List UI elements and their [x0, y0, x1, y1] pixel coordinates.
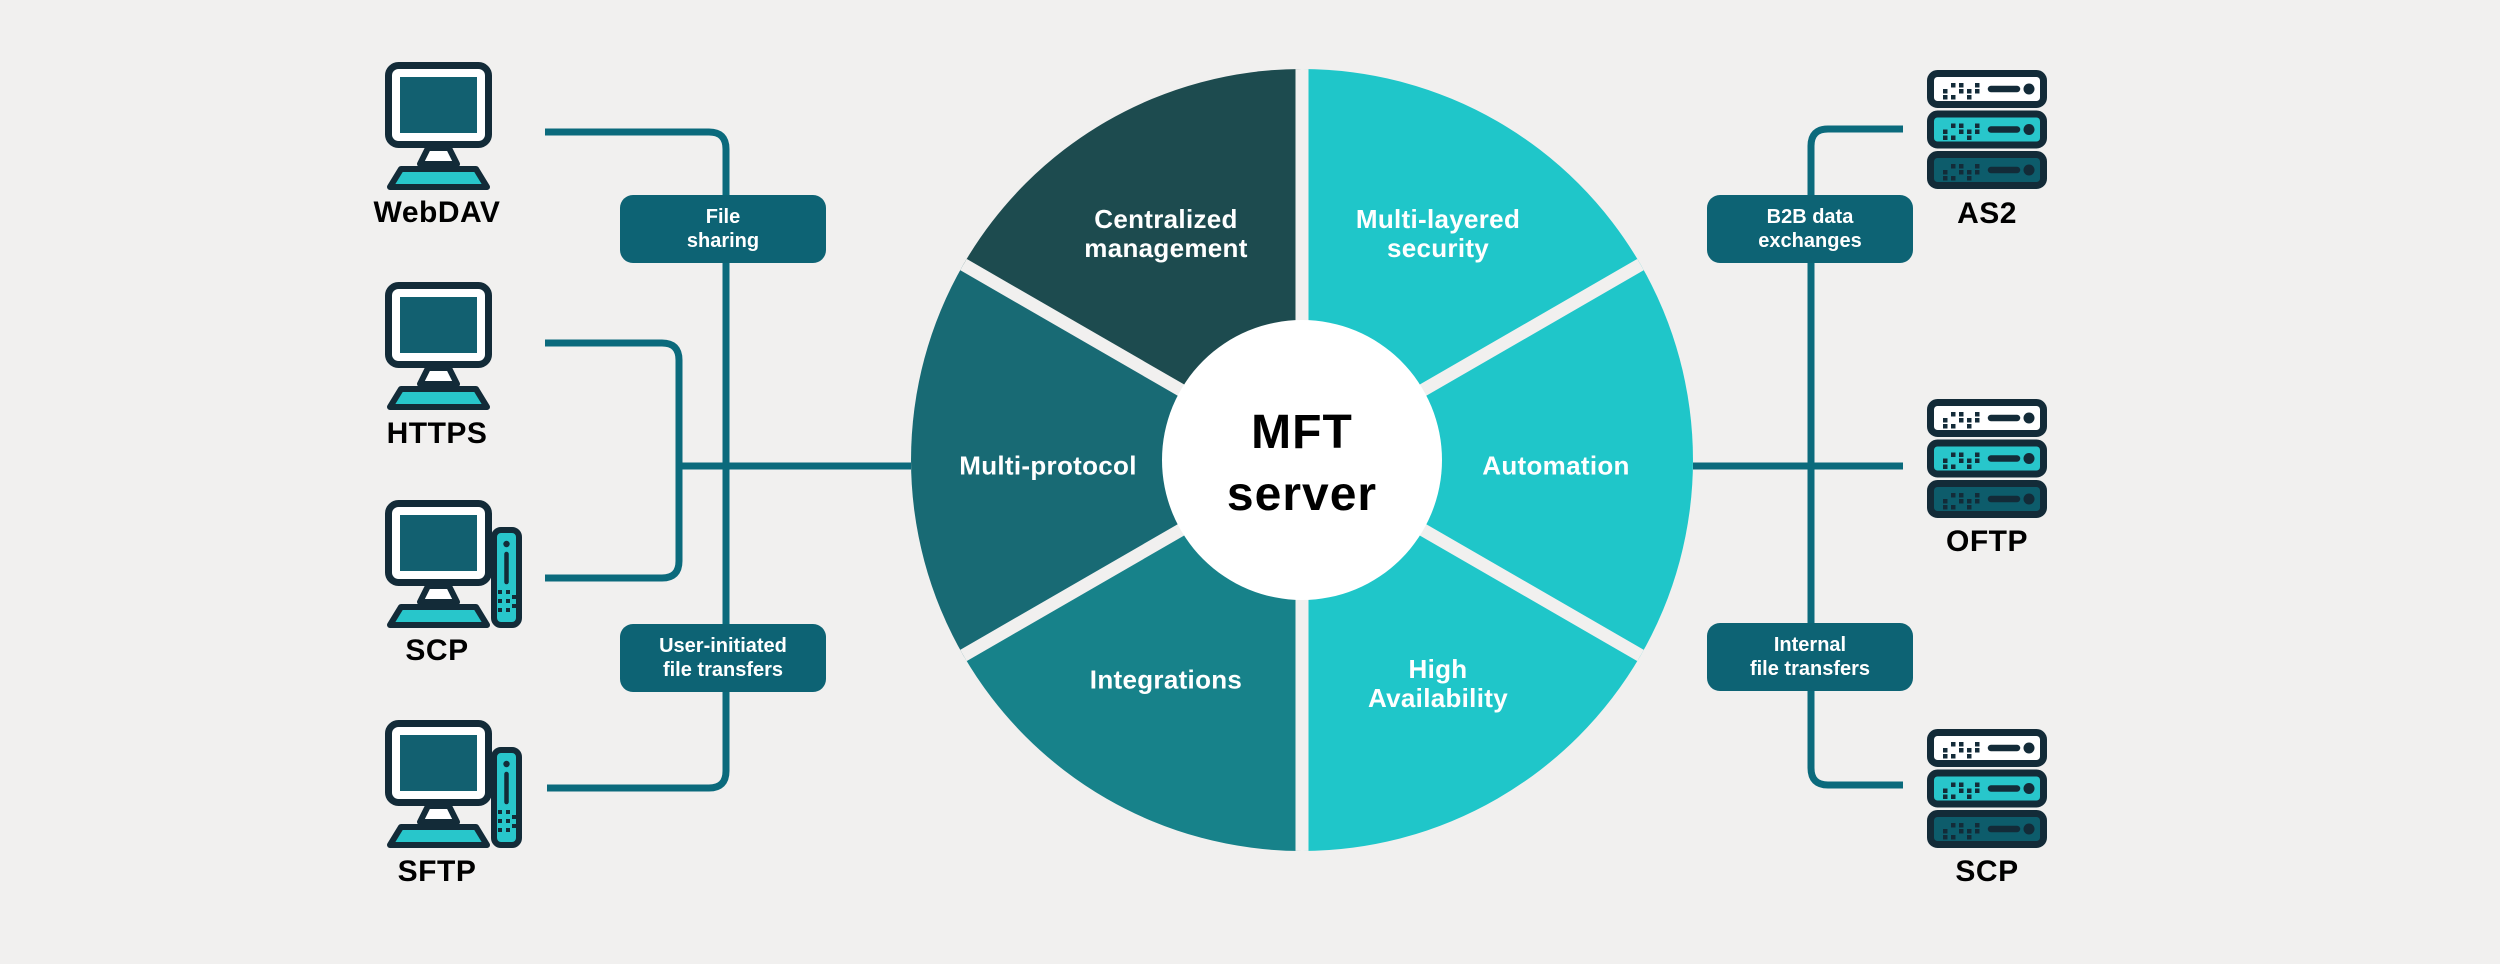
- segment-label-automation: Automation: [1482, 450, 1630, 481]
- desktop-computer-tower-icon: [385, 720, 522, 848]
- tag-file-sharing: File sharing: [620, 195, 826, 263]
- as2-scp-trunk-line: [1807, 125, 1903, 789]
- pie-center-hub: [1162, 320, 1442, 600]
- tag-internal-file-transfers: Internal file transfers: [1707, 623, 1913, 691]
- webdav-sftp-trunk-line: [545, 128, 730, 792]
- segment-label-multi-layered-security: Multi-layered security: [1355, 204, 1521, 263]
- segment-automation: [1302, 264, 1693, 656]
- tag-user-initiated-file-transfers: User-initiated file transfers: [620, 624, 826, 692]
- segment-multi-protocol: [911, 264, 1302, 656]
- client-label-scp: SCP: [405, 634, 469, 667]
- client-label-webdav: WebDAV: [373, 196, 501, 229]
- segment-label-centralized-management: Centralized management: [1084, 204, 1248, 263]
- right-connector-lines: [1693, 125, 1903, 789]
- client-label-https: HTTPS: [386, 417, 488, 450]
- server-label-as2: AS2: [1957, 197, 2017, 230]
- tag-b2b-data-exchanges: B2B data exchanges: [1707, 195, 1913, 263]
- client-label-sftp: SFTP: [397, 855, 477, 888]
- left-connector-lines: [545, 128, 911, 792]
- segment-label-multi-protocol: Multi-protocol: [959, 450, 1137, 481]
- server-rack-icon: [1927, 399, 2047, 518]
- desktop-computer-tower-icon: [385, 500, 522, 628]
- segment-label-high-availability: High Availability: [1368, 654, 1508, 713]
- pie-center-title: MFT server: [1226, 406, 1378, 521]
- server-label-scp: SCP: [1955, 855, 2019, 888]
- segment-label-integrations: Integrations: [1089, 664, 1243, 695]
- server-rack-icon: [1927, 729, 2047, 848]
- https-scp-bracket-line: [545, 339, 683, 582]
- desktop-computer-icon: [385, 62, 492, 190]
- server-label-oftp: OFTP: [1946, 525, 2028, 558]
- desktop-computer-icon: [385, 282, 492, 410]
- pie-chart: [911, 69, 1693, 851]
- server-rack-icon: [1927, 70, 2047, 189]
